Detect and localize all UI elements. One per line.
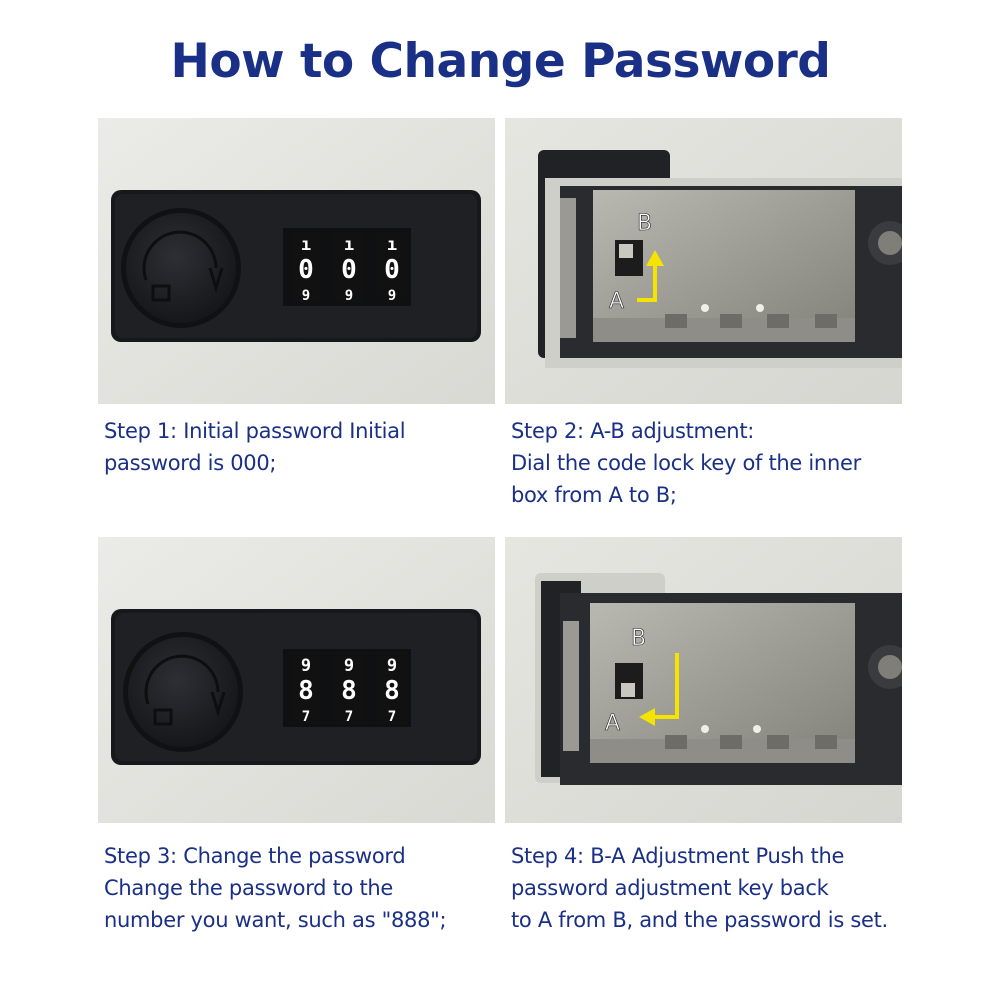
dial-bottom-digit: 7 <box>302 709 310 725</box>
dial-bottom-digit: 7 <box>388 709 396 725</box>
caption-line: number you want, such as "888"; <box>104 908 447 932</box>
knob-icon <box>121 208 241 328</box>
rotate-arrow-icon <box>142 230 218 281</box>
step3-caption: Step 3: Change the password Change the p… <box>104 840 514 936</box>
label-a: A <box>609 289 624 314</box>
arrow-left-icon <box>639 653 679 726</box>
dial-mid-digit: 0 <box>298 255 314 285</box>
caption-line: box from A to B; <box>511 483 677 507</box>
padlock-icon <box>153 708 173 726</box>
dial-top-digit: ı <box>344 235 354 255</box>
caption-line: Step 3: Change the password <box>104 844 406 868</box>
dial-1[interactable]: ı 0 9 <box>291 232 321 304</box>
dial-top-digit: ı <box>387 235 397 255</box>
label-a: A <box>605 711 620 736</box>
dial-2[interactable]: ı 0 9 <box>334 232 364 304</box>
caption-line: Step 2: A-B adjustment: <box>511 419 755 443</box>
label-b: B <box>637 211 652 236</box>
dial-top-digit: 9 <box>344 656 354 676</box>
dial-1[interactable]: 9 8 7 <box>291 653 321 725</box>
dial-mid-digit: 8 <box>384 676 400 706</box>
step1-caption: Step 1: Initial password Initial passwor… <box>104 415 514 479</box>
step3-photo: 9 8 7 9 8 7 9 8 7 <box>98 537 495 823</box>
dial-2[interactable]: 9 8 7 <box>334 653 364 725</box>
dial-bottom-digit: 9 <box>302 288 310 304</box>
dial-mid-digit: 0 <box>341 255 357 285</box>
caption-line: password adjustment key back <box>511 876 829 900</box>
arrow-up-icon <box>637 250 664 302</box>
dial-mid-digit: 8 <box>298 676 314 706</box>
step4-caption: Step 4: B-A Adjustment Push the password… <box>511 840 921 936</box>
dial-top-digit: ı <box>301 235 311 255</box>
dial-top-digit: 9 <box>387 656 397 676</box>
label-b: B <box>631 626 646 651</box>
dial-top-digit: 9 <box>301 656 311 676</box>
page-title: How to Change Password <box>170 34 831 89</box>
dial-3[interactable]: ı 0 9 <box>377 232 407 304</box>
caption-line: to A from B, and the password is set. <box>511 908 888 932</box>
dial-mid-digit: 8 <box>341 676 357 706</box>
dial-bottom-digit: 9 <box>388 288 396 304</box>
dial-mid-digit: 0 <box>384 255 400 285</box>
dial-bottom-digit: 7 <box>345 709 353 725</box>
caption-line: Step 4: B-A Adjustment Push the <box>511 844 845 868</box>
step1-photo: ı 0 9 ı 0 9 ı 0 9 <box>98 118 495 404</box>
step2-photo: B A <box>505 118 902 404</box>
caption-line: Step 1: Initial password Initial <box>104 419 406 443</box>
caption-line: Change the password to the <box>104 876 394 900</box>
rotate-arrow-icon <box>144 654 220 705</box>
knob-icon <box>123 632 243 752</box>
dial-bottom-digit: 9 <box>345 288 353 304</box>
caption-line: Dial the code lock key of the inner <box>511 451 861 475</box>
dial-3[interactable]: 9 8 7 <box>377 653 407 725</box>
padlock-icon <box>151 284 171 302</box>
caption-line: password is 000; <box>104 451 277 475</box>
step4-photo: B A <box>505 537 902 823</box>
step2-caption: Step 2: A-B adjustment: Dial the code lo… <box>511 415 921 511</box>
